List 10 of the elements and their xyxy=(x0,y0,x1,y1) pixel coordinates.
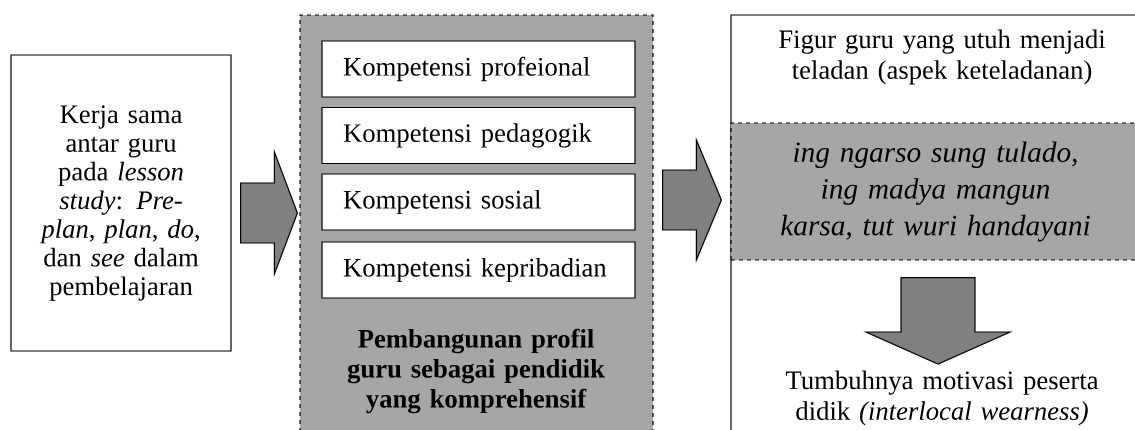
competency-box: Kompetensi profeional xyxy=(321,40,636,98)
block-arrow xyxy=(863,277,1013,365)
competency-box: Kompetensi kepribadian xyxy=(321,241,636,299)
dashed-band: ing ngarso sung tulado, ing madya mangun karsa, tut wuri handayani xyxy=(730,122,1135,261)
text-box: Kerja sama antar guru pada lesson study: Pre-plan, plan, do, dan see dalam pembelajaran xyxy=(10,54,232,352)
competency-box: Kompetensi sosial xyxy=(321,173,636,231)
block-arrow xyxy=(240,148,299,278)
block-arrow xyxy=(662,137,723,263)
text-label: Tumbuhnya motivasi peserta didik (interlocal wearness) xyxy=(785,370,1099,426)
competency-box: Kompetensi pedagogik xyxy=(321,106,636,165)
